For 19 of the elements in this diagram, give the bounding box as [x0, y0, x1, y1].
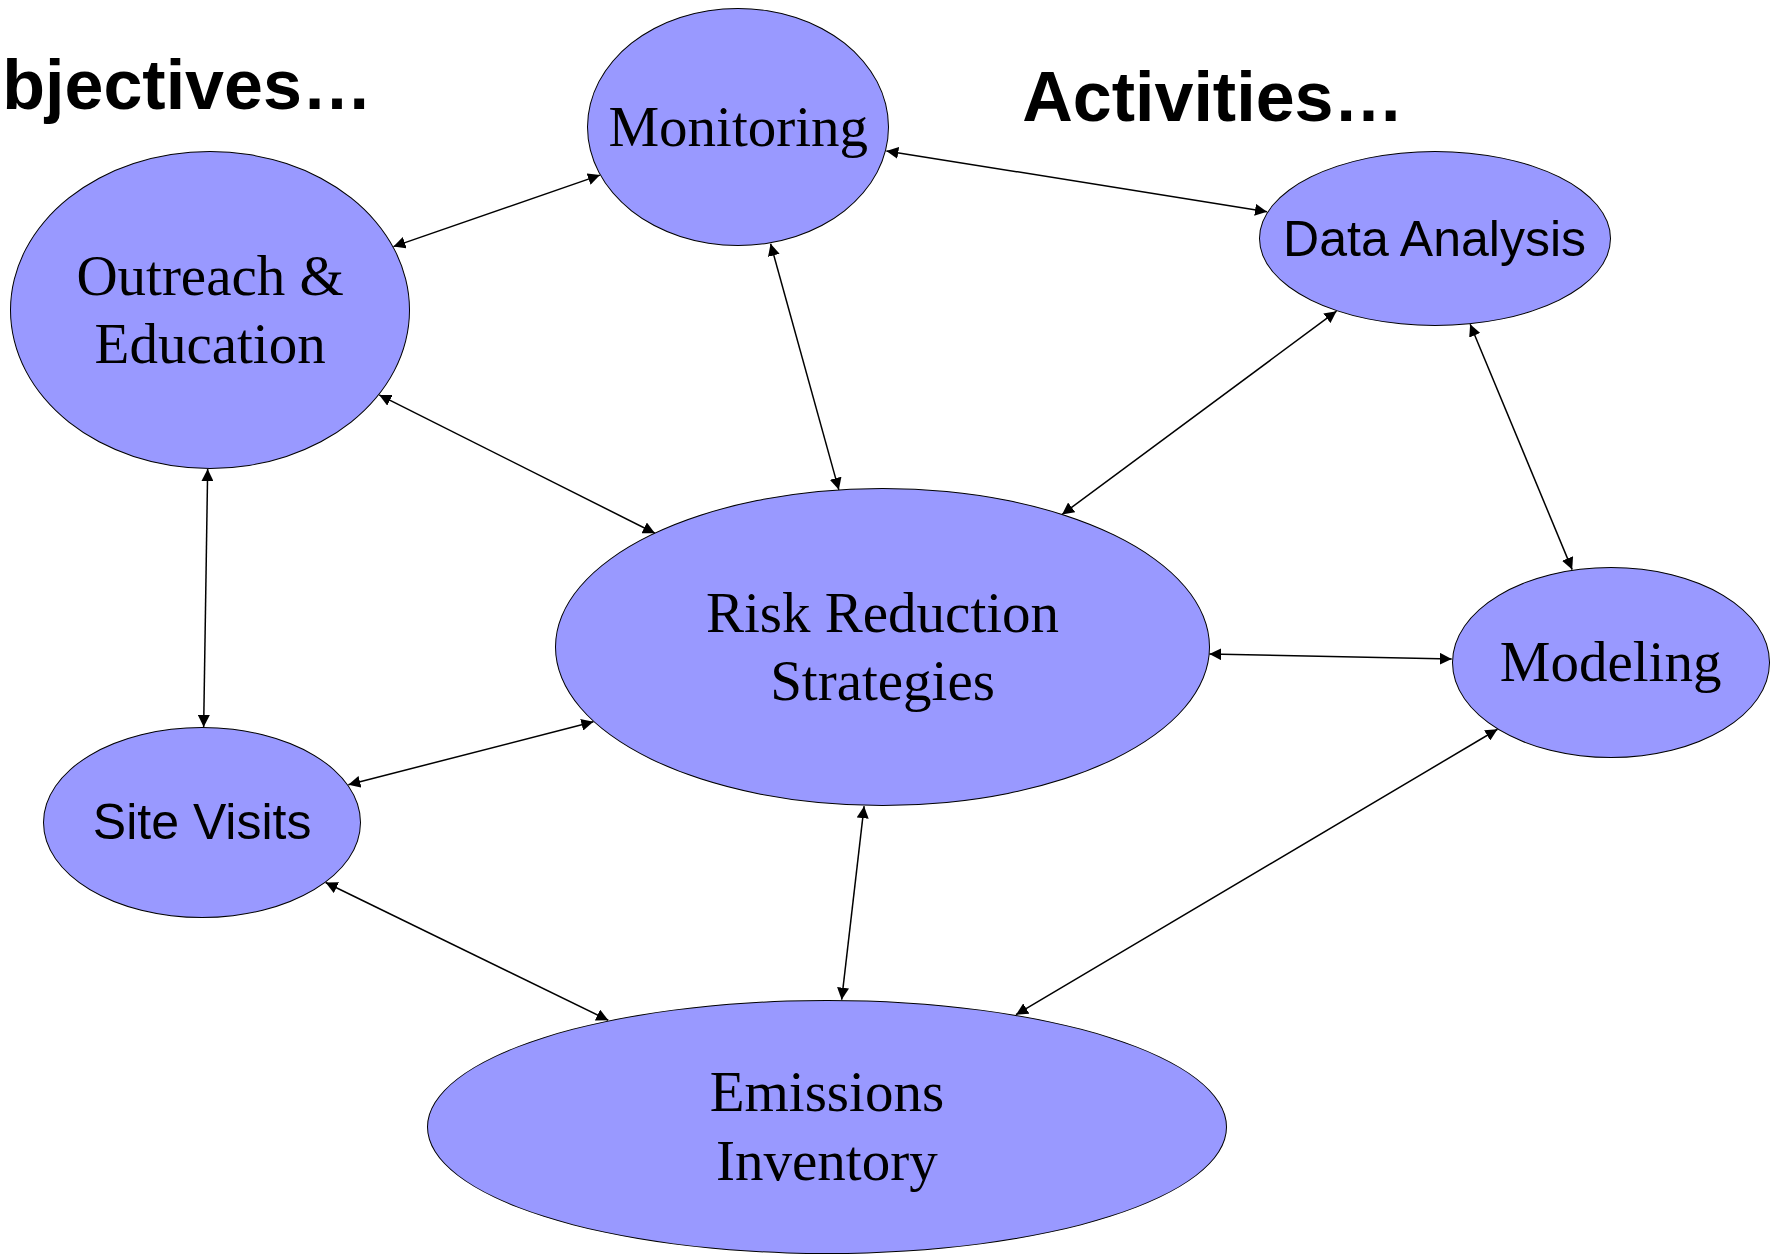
node-label: Data Analysis: [1282, 209, 1587, 269]
double-arrow: [885, 146, 1268, 216]
heading: Activities…: [1022, 56, 1404, 137]
node-label: Risk Reduction Strategies: [705, 580, 1061, 715]
double-arrow: [324, 881, 610, 1021]
node-label: Modeling: [1498, 629, 1723, 695]
node-label: Site Visits: [91, 793, 313, 853]
heading: bjectives…: [2, 45, 372, 126]
node-label: Emissions Inventory: [708, 1059, 946, 1194]
double-arrow: [1208, 648, 1453, 665]
double-arrow: [1015, 728, 1499, 1016]
node-label: Monitoring: [607, 94, 870, 160]
double-arrow: [378, 394, 656, 534]
double-arrow: [347, 718, 595, 788]
double-arrow: [837, 805, 869, 1001]
double-arrow: [197, 468, 214, 728]
double-arrow: [1061, 310, 1338, 516]
double-arrow: [392, 173, 601, 249]
node-label: Outreach & Education: [75, 242, 345, 378]
